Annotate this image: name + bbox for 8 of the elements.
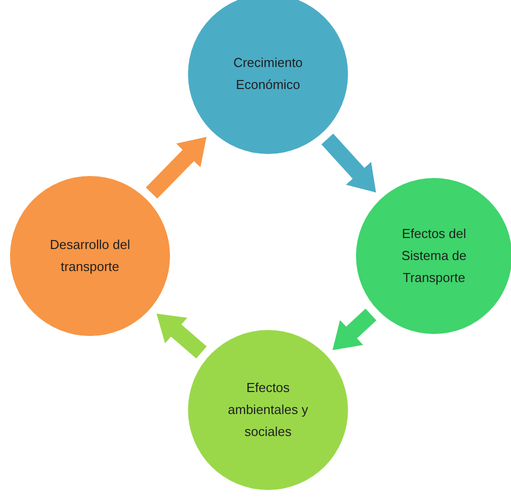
block-arrow bbox=[321, 134, 376, 192]
block-arrow bbox=[146, 136, 206, 199]
node-label: Desarrollo del transporte bbox=[48, 236, 132, 276]
block-arrow bbox=[332, 308, 376, 350]
node-label: Efectos ambientales y sociales bbox=[226, 379, 310, 441]
node-label: Crecimiento Económico bbox=[232, 54, 304, 94]
node-label: Efectos del Sistema de Transporte bbox=[400, 225, 468, 287]
block-arrow bbox=[156, 314, 207, 358]
